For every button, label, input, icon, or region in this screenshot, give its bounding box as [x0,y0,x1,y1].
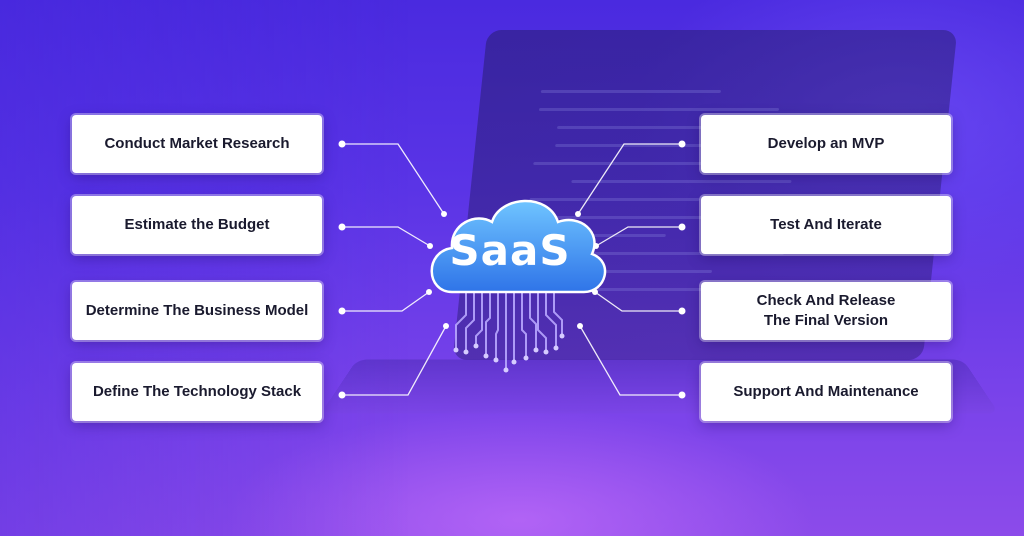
circuit-traces [455,292,563,370]
step-conduct-market-research: Conduct Market Research [72,115,322,173]
connector-left-1 [342,143,445,215]
connector-left-3 [342,291,430,312]
connector-right-2 [595,226,682,247]
node-dot [338,140,346,148]
step-test-and-iterate: Test And Iterate [701,196,951,254]
step-estimate-budget: Estimate the Budget [72,196,322,254]
node-dot [678,307,686,315]
node-dot [338,307,346,315]
node-dot [338,391,346,399]
node-dot [338,223,346,231]
connector-right-1 [577,143,682,215]
connector-right-4 [579,325,682,396]
connector-right-3 [594,291,682,312]
step-support-and-maintenance: Support And Maintenance [701,363,951,421]
cloud-label: SaaS [449,226,571,275]
node-dot [678,223,686,231]
step-determine-business-model: Determine The Business Model [72,282,322,340]
node-dot [678,140,686,148]
node-dot [678,391,686,399]
connector-left-2 [342,226,431,247]
connector-left-4 [342,325,447,396]
step-check-and-release: Check And Release The Final Version [701,282,951,340]
step-define-technology-stack: Define The Technology Stack [72,363,322,421]
step-develop-mvp: Develop an MVP [701,115,951,173]
cloud-icon [430,199,607,294]
